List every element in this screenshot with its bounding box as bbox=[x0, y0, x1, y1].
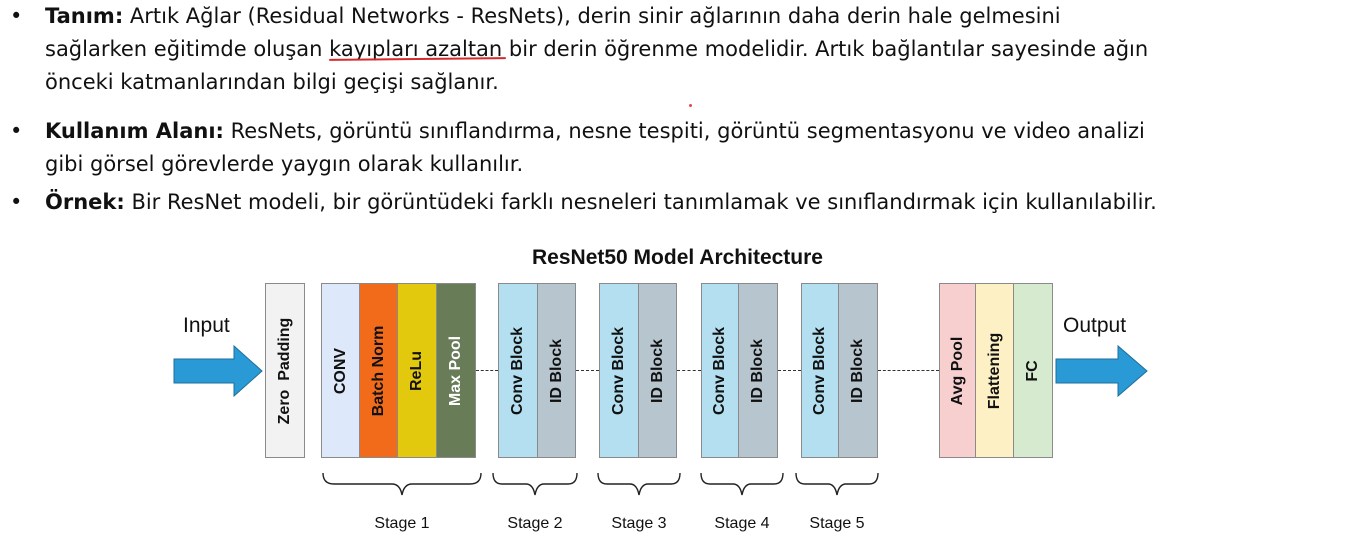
underlined-phrase: kayıpları azaltan bbox=[329, 37, 503, 61]
term-usage: Kullanım Alanı: bbox=[45, 119, 224, 143]
block-label: ID Block bbox=[749, 338, 766, 403]
block-zero-padding: Zero Padding bbox=[265, 283, 305, 458]
bullet-line: Tanım: Artık Ağlar (Residual Networks - … bbox=[45, 0, 1061, 33]
block-id-block: ID Block bbox=[738, 283, 778, 458]
connector-dashes bbox=[677, 370, 701, 371]
block-conv-block: Conv Block bbox=[701, 283, 739, 458]
block-label: Conv Block bbox=[711, 326, 728, 415]
block-label: Conv Block bbox=[610, 326, 627, 415]
bullet-line: gibi görsel görevlerde yaygın olarak kul… bbox=[45, 148, 523, 181]
brace-stage-1 bbox=[322, 472, 482, 496]
definition-text: Artık Ağlar (Residual Networks - ResNets… bbox=[123, 4, 1061, 28]
block-id-block: ID Block bbox=[638, 283, 677, 458]
brace-stage-5 bbox=[795, 472, 879, 496]
block-label: ID Block bbox=[547, 338, 565, 403]
diagram-title: ResNet50 Model Architecture bbox=[532, 246, 823, 269]
stage-label-1: Stage 1 bbox=[374, 515, 430, 532]
definition-text: bir derin öğrenme modelidir. Artık bağla… bbox=[502, 37, 1149, 61]
block-label: Conv Block bbox=[811, 326, 828, 415]
block-label: ID Block bbox=[648, 338, 666, 403]
stage-label-4: Stage 4 bbox=[714, 515, 770, 532]
block-conv-block: Conv Block bbox=[498, 283, 538, 458]
stage-label-5: Stage 5 bbox=[809, 515, 865, 532]
bullet-dot: • bbox=[10, 119, 23, 143]
block-label: FC bbox=[1024, 359, 1041, 382]
bullet-line: sağlarken eğitimde oluşan kayıpları azal… bbox=[45, 33, 1148, 66]
block-label: Batch Norm bbox=[369, 325, 387, 416]
block-conv: CONV bbox=[321, 283, 360, 458]
definition-text: sağlarken eğitimde oluşan bbox=[45, 37, 330, 61]
term-example: Örnek: bbox=[45, 190, 125, 214]
bullet-line: Kullanım Alanı: ResNets, görüntü sınıfla… bbox=[45, 115, 1145, 148]
bullet-line: Örnek: Bir ResNet modeli, bir görüntüdek… bbox=[45, 186, 1157, 219]
block-label: ReLu bbox=[408, 350, 425, 391]
block-conv-block: Conv Block bbox=[801, 283, 839, 458]
block-flattening: Flattening bbox=[975, 283, 1014, 458]
block-label: Max Pool bbox=[447, 335, 464, 406]
connector-dashes bbox=[778, 370, 801, 371]
connector-dashes bbox=[476, 370, 498, 371]
block-fc: FC bbox=[1013, 283, 1053, 458]
example-text: Bir ResNet modeli, bir görüntüdeki farkl… bbox=[124, 190, 1157, 214]
block-label: Zero Padding bbox=[276, 317, 293, 424]
block-max-pool: Max Pool bbox=[436, 283, 476, 458]
output-label: Output bbox=[1063, 314, 1127, 337]
block-id-block: ID Block bbox=[838, 283, 878, 458]
block-avg-pool: Avg Pool bbox=[939, 283, 976, 458]
block-batch-norm: Batch Norm bbox=[359, 283, 398, 458]
connector-dashes bbox=[878, 370, 939, 371]
bullet-dot: • bbox=[10, 190, 23, 214]
stage-label-3: Stage 3 bbox=[611, 515, 667, 532]
output-arrow-icon bbox=[1055, 344, 1148, 398]
brace-stage-3 bbox=[597, 472, 681, 496]
bullet-line: önceki katmanlarından bilgi geçişi sağla… bbox=[45, 66, 499, 99]
block-conv-block: Conv Block bbox=[599, 283, 639, 458]
block-label: Conv Block bbox=[509, 326, 526, 415]
block-label: CONV bbox=[331, 347, 349, 394]
bullet-dot: • bbox=[10, 4, 23, 28]
definition-text: önceki katmanlarından bilgi geçişi sağla… bbox=[45, 70, 499, 94]
block-id-block: ID Block bbox=[537, 283, 576, 458]
block-label: Flattening bbox=[985, 332, 1003, 409]
brace-stage-2 bbox=[492, 472, 578, 496]
usage-text: gibi görsel görevlerde yaygın olarak kul… bbox=[45, 152, 524, 176]
usage-text: ResNets, görüntü sınıflandırma, nesne te… bbox=[223, 119, 1145, 143]
input-arrow-icon bbox=[173, 344, 263, 398]
connector-dashes bbox=[576, 370, 599, 371]
block-label: Avg Pool bbox=[948, 336, 966, 405]
block-label: ID Block bbox=[849, 338, 866, 403]
brace-stage-4 bbox=[700, 472, 784, 496]
block-relu: ReLu bbox=[397, 283, 437, 458]
pen-mark bbox=[689, 104, 692, 107]
term-definition: Tanım: bbox=[45, 4, 124, 28]
input-label: Input bbox=[183, 314, 230, 337]
stage-label-2: Stage 2 bbox=[507, 515, 563, 532]
